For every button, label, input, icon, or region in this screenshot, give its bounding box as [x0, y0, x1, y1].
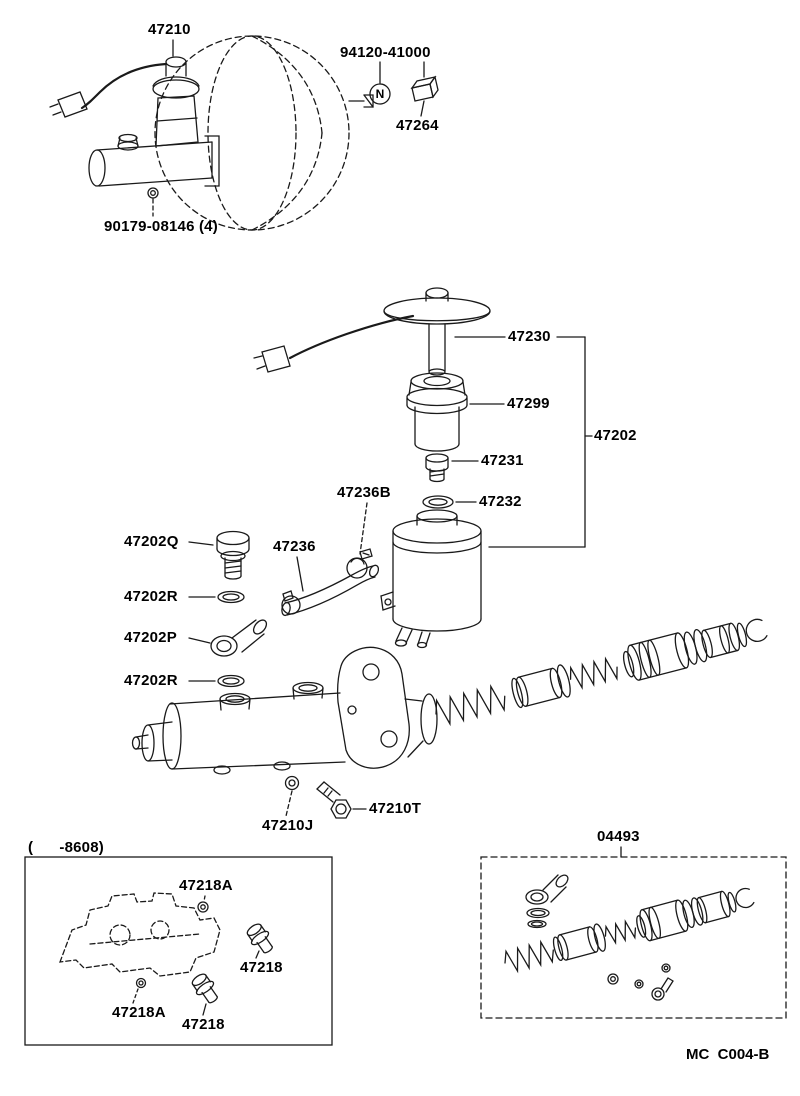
part-label-47202R-upper: 47202R	[124, 588, 178, 605]
brake-booster-outline	[154, 35, 350, 231]
part-label-47210J: 47210J	[262, 817, 314, 834]
part-label-47230: 47230	[508, 328, 551, 345]
part-label-47232: 47232	[479, 493, 522, 510]
part-label-47202: 47202	[594, 427, 637, 444]
part-label-47202P: 47202P	[124, 629, 177, 646]
part-label-47299: 47299	[507, 395, 550, 412]
kit-label-04493: 04493	[597, 828, 640, 845]
plug-bolt-47202Q	[188, 530, 250, 580]
reservoir-cap-47230	[253, 287, 491, 376]
o-ring-47202R-lower	[188, 674, 245, 688]
part-label-47218-upper: 47218	[240, 959, 283, 976]
reservoir-tank	[380, 509, 482, 649]
part-label-90179-08146: 90179-08146 (4)	[104, 218, 218, 235]
part-label-47218A-upper: 47218A	[179, 877, 233, 894]
part-label-47231: 47231	[481, 452, 524, 469]
part-label-47236B: 47236B	[337, 484, 391, 501]
repair-kit-small-parts	[607, 963, 674, 1001]
master-cylinder-assembly-top	[49, 56, 220, 217]
repair-kit-inset-box	[480, 846, 787, 1019]
part-label-47218-lower: 47218	[182, 1016, 225, 1033]
part-label-47236: 47236	[273, 538, 316, 555]
circled-n-label: N	[375, 87, 385, 101]
repair-kit-piston	[504, 887, 755, 974]
bleeder-bolt-47210T	[316, 781, 367, 819]
part-label-47210T: 47210T	[369, 800, 422, 817]
early-model-ghost-cylinder	[59, 892, 221, 977]
part-47264-block	[410, 75, 439, 102]
early-model-parts	[132, 895, 273, 1016]
part-label-47202Q: 47202Q	[124, 533, 179, 550]
top-leader-lines	[172, 39, 425, 117]
piston-assembly	[435, 618, 768, 727]
o-ring-47202R-upper	[188, 590, 245, 604]
part-label-94120-41000: 94120-41000	[340, 44, 431, 61]
part-label-47202R-lower: 47202R	[124, 672, 178, 689]
reservoir-valve-47231	[425, 453, 449, 483]
repair-kit-fitting	[525, 874, 569, 929]
washer-47210J	[284, 775, 300, 817]
master-cylinder-body	[131, 646, 438, 775]
bracket-47202	[451, 336, 593, 548]
reservoir-grommet-47232	[422, 495, 454, 509]
circled-n-marker	[369, 83, 391, 105]
elbow-union-47202P	[188, 619, 268, 657]
hose-clamp-47236B	[346, 502, 373, 579]
part-label-47218A-lower: 47218A	[112, 1004, 166, 1021]
part-label-47210: 47210	[148, 21, 191, 38]
early-model-range-label: ( -8608)	[28, 839, 104, 856]
early-model-inset-box	[24, 856, 333, 1046]
diagram-code: MC C004-B	[686, 1046, 770, 1063]
part-label-47264: 47264	[396, 117, 439, 134]
reservoir-hose-47236	[281, 556, 380, 617]
reservoir-float-47299	[406, 372, 468, 452]
